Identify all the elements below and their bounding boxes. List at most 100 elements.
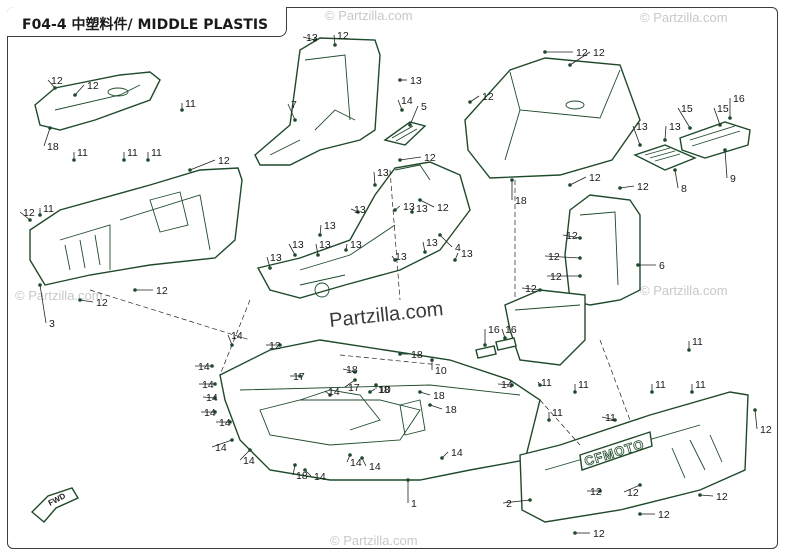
fastener-marker [573,531,577,535]
callout-number-12: 12 [637,181,649,193]
callout-number-18: 18 [515,195,527,207]
fastener-marker [303,468,307,472]
callout-number-12: 12 [437,202,449,214]
callout-number-12: 12 [482,91,494,103]
fastener-marker [180,108,184,112]
callout-leader [754,409,758,430]
callout-number-11: 11 [692,336,703,348]
watermark-main: Partzilla.com [328,298,444,332]
fastener-marker [430,358,434,362]
callout-leader [302,36,316,41]
fastener-marker [348,453,352,457]
callout-number-13: 13 [416,203,428,215]
callout-number-3: 3 [49,318,55,330]
fastener-marker [373,183,377,187]
fastener-marker [503,336,507,340]
callout-number-13: 13 [461,248,473,260]
callout-number-11: 11 [151,147,162,159]
callout-leader [724,149,728,179]
fastener-marker [663,138,667,142]
callout-leader [266,256,271,269]
fastener-marker [753,408,757,412]
fastener-marker [213,410,217,414]
fastener-marker [673,168,677,172]
fastener-marker [48,126,52,130]
watermark-text: © Partzilla.com [330,533,418,548]
fastener-marker [230,343,234,347]
callout-leader [562,234,581,239]
fastener-marker [398,352,402,356]
callout-number-12: 12 [548,251,560,263]
watermark-text: © Partzilla.com [640,283,728,298]
callout-number-15: 15 [681,103,693,115]
callout-leader [601,416,616,421]
fastener-marker [698,493,702,497]
part-1-floor-pan [219,339,541,481]
fastener-marker [356,210,360,214]
callout-leader [189,159,216,171]
callout-number-13: 13 [350,239,362,251]
callout-number-11: 11 [578,379,589,391]
callout-number-12: 12 [593,528,605,540]
fastener-marker [318,233,322,237]
fastener-marker [293,118,297,122]
callout-leader [677,107,691,129]
title-tab [7,7,287,37]
fastener-marker [440,456,444,460]
fastener-marker [400,108,404,112]
fastener-marker [618,186,622,190]
fastener-marker [53,86,57,90]
fastener-marker [278,343,282,347]
fastener-marker [547,418,551,422]
callout-number-17: 17 [293,371,305,383]
callout-number-2: 2 [506,498,512,510]
callout-leader [439,234,453,248]
fastener-marker [718,123,722,127]
fastener-marker [316,253,320,257]
callout-number-14: 14 [202,379,214,391]
fastener-marker [538,383,542,387]
callout-leader [674,169,679,189]
fastener-marker [687,348,691,352]
callout-number-16: 16 [505,324,517,336]
fastener-marker [122,158,126,162]
fastener-marker [228,420,232,424]
fastener-marker [543,50,547,54]
callout-number-11: 11 [77,147,88,159]
fastener-marker [78,298,82,302]
callout-leader [497,383,513,386]
callout-leader [713,107,721,126]
callout-leader [288,243,296,256]
fastener-marker [613,418,617,422]
part-5-grille [383,121,427,146]
callout-number-12: 12 [550,271,562,283]
callout-leader [79,299,94,303]
watermark-text: © Partzilla.com [640,10,728,25]
callout-number-14: 14 [219,417,231,429]
callout-number-7: 7 [291,99,297,111]
callout-number-13: 13 [377,167,389,179]
callout-number-14: 14 [206,392,218,404]
callout-leader [569,51,591,66]
fastener-marker [573,390,577,394]
callout-leader [619,185,635,189]
fastener-marker [353,378,357,382]
callout-number-13: 13 [669,121,681,133]
callout-leader [399,156,422,161]
callout-number-14: 14 [198,361,210,373]
fastener-marker [428,403,432,407]
fastener-marker [453,258,457,262]
callout-number-11: 11 [695,379,706,391]
callout-number-12: 12 [658,509,670,521]
callout-number-14: 14 [314,471,326,483]
fastener-marker [268,266,272,270]
fastener-marker [133,288,137,292]
callout-number-8: 8 [681,183,687,195]
fastener-marker [418,390,422,394]
callout-number-13: 13 [403,201,415,213]
callout-number-16: 16 [733,93,745,105]
callout-leader [19,211,31,221]
callout-leader [39,284,47,324]
fastener-marker [578,274,582,278]
callout-number-13: 13 [306,32,318,44]
